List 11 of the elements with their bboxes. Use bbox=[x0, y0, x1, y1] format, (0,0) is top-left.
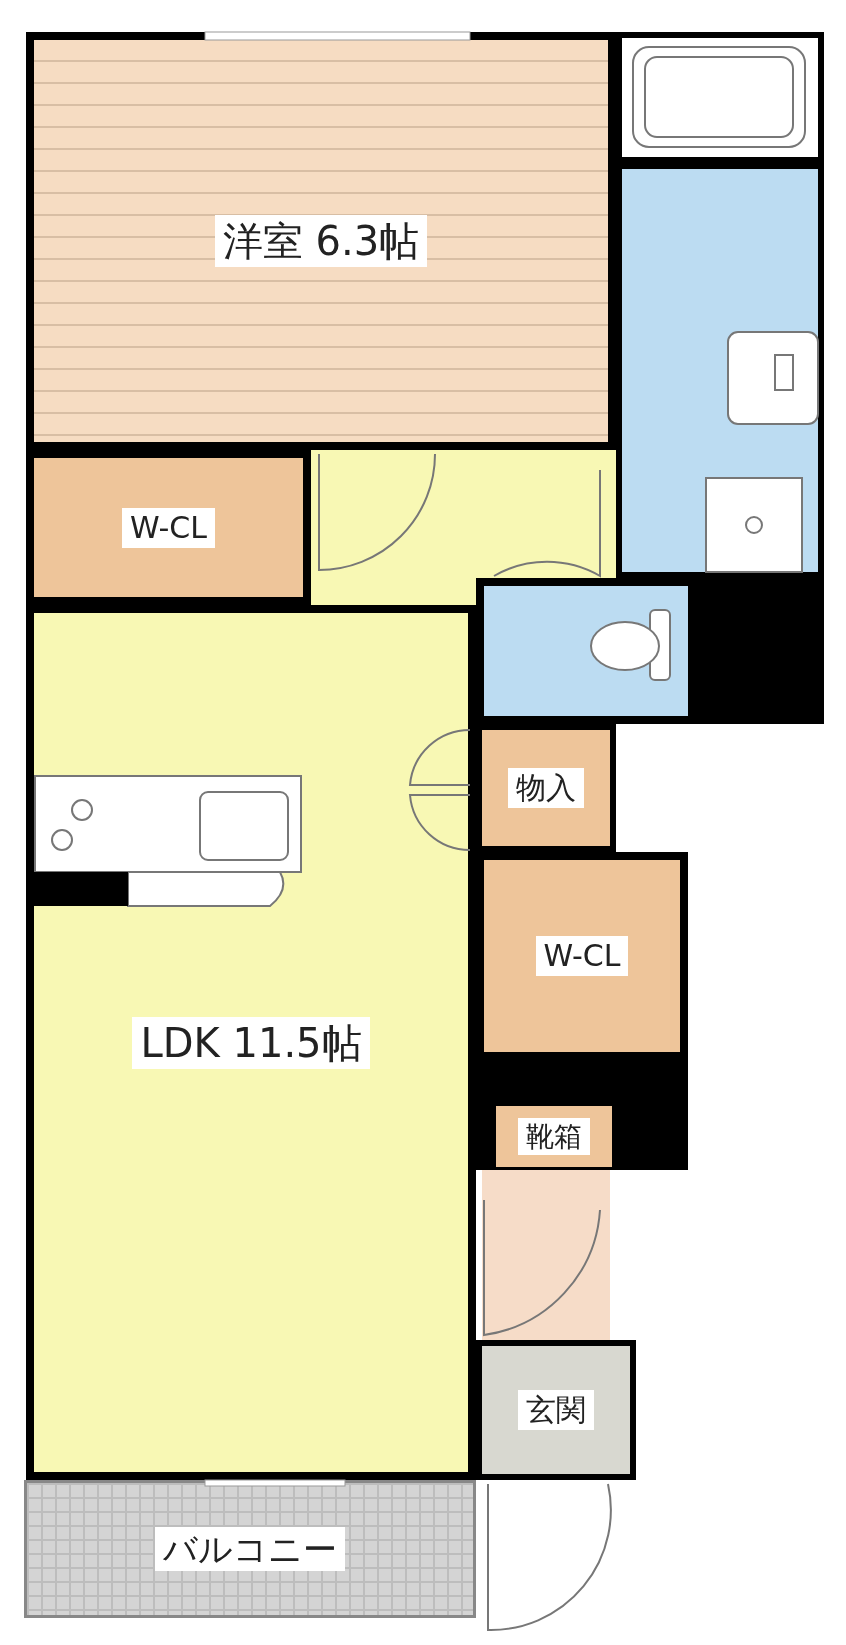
room-label: 玄関 bbox=[518, 1390, 594, 1430]
room-label: LDK 11.5帖 bbox=[132, 1016, 370, 1069]
room-label: バルコニー bbox=[155, 1526, 345, 1572]
room-label: 靴箱 bbox=[518, 1117, 590, 1156]
balcony-area bbox=[24, 1480, 476, 1618]
room-label: W-CL bbox=[122, 507, 215, 548]
room-label: 物入 bbox=[508, 768, 584, 808]
room-label: 洋室 6.3帖 bbox=[214, 215, 428, 267]
entrance-area bbox=[476, 1340, 636, 1480]
room-area bbox=[26, 32, 616, 450]
room-label: W-CL bbox=[535, 936, 629, 976]
